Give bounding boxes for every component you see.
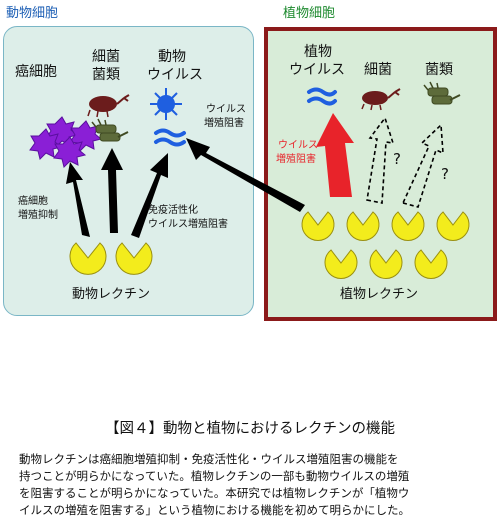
cancer-cell-label: 癌細胞 [15, 64, 57, 80]
arrow-to-animal-virus [131, 153, 168, 238]
plant-lectin-icons [301, 211, 470, 279]
virus-inhibition-label-line1: ウイルス [206, 104, 246, 115]
plant-lectin-label: 植物レクチン [340, 287, 419, 302]
animal-lectin-arrows [66, 138, 305, 238]
dashed-arrow-to-fungi [401, 123, 444, 208]
animal-lectin-label: 動物レクチン [72, 287, 151, 302]
fungus-icon [91, 118, 129, 142]
animal-lectin-icons [69, 242, 153, 275]
plant-fungi-label: 菌類 [425, 62, 453, 78]
figure-caption-title: 【図４】動物と植物におけるレクチンの機能 [105, 421, 395, 437]
immune-label-line2: ウイルス増殖阻害 [148, 219, 228, 230]
lectin-function-diagram [29, 81, 470, 279]
plant-virus-inhibition-label-line1: ウイルス [278, 140, 318, 151]
virus-squiggle-icon [154, 128, 186, 147]
caption-line: イルスの増殖を阻害する」という植物における機能を初めて明らかにした。 [19, 503, 410, 517]
caption-line: を阻害することが明らかになっていた。本研究では植物レクチンが「植物ウ [19, 486, 410, 500]
plant-virus-icon [307, 87, 337, 106]
immune-label-line1: 免疫活性化 [148, 205, 198, 216]
plant-bacterium-icon [361, 88, 401, 111]
bacteria-label-line1: 細菌 [92, 49, 120, 65]
bacteria-label-line2: 菌類 [92, 67, 120, 83]
red-arrow-plant-virus [316, 113, 354, 197]
plant-fungus-icon [423, 81, 461, 105]
arrow-plant-lectin-to-animal-virus [186, 138, 305, 212]
bacterium-icon [87, 94, 130, 118]
dashed-arrow-to-bacteria [366, 116, 395, 204]
virus-inhibition-label-line2: 増殖阻害 [204, 118, 244, 129]
cancer-cell-icon [29, 116, 103, 168]
caption-line: 持つことが明らかになっていた。植物レクチンの一部も動物ウイルスの増殖 [19, 469, 410, 483]
caption-line: 動物レクチンは癌細胞増殖抑制・免疫活性化・ウイルス増殖阻害の機能を [19, 452, 399, 466]
figure-caption-body: 動物レクチンは癌細胞増殖抑制・免疫活性化・ウイルス増殖阻害の機能を 持つことが明… [19, 451, 489, 519]
arrow-to-cancer [66, 162, 90, 237]
dashed-arrows [366, 116, 444, 208]
animal-virus-icon [150, 88, 182, 120]
animal-virus-label-line2: ウイルス [147, 67, 203, 83]
question-mark-bacteria: ? [393, 150, 401, 168]
plant-bacteria-label: 細菌 [364, 62, 392, 78]
cancer-inhibition-label-line2: 増殖抑制 [18, 210, 58, 221]
cancer-inhibition-label-line1: 癌細胞 [18, 196, 48, 207]
plant-virus-inhibition-label-line2: 増殖阻害 [276, 154, 316, 165]
animal-cell-title: 動物細胞 [6, 6, 59, 21]
plant-cell-title: 植物細胞 [283, 6, 336, 21]
plant-virus-label-line2: ウイルス [289, 62, 345, 78]
question-mark-fungi: ? [441, 165, 449, 183]
plant-virus-label-line1: 植物 [304, 44, 332, 60]
arrow-to-bacteria [101, 148, 123, 233]
animal-virus-label-line1: 動物 [158, 49, 186, 65]
